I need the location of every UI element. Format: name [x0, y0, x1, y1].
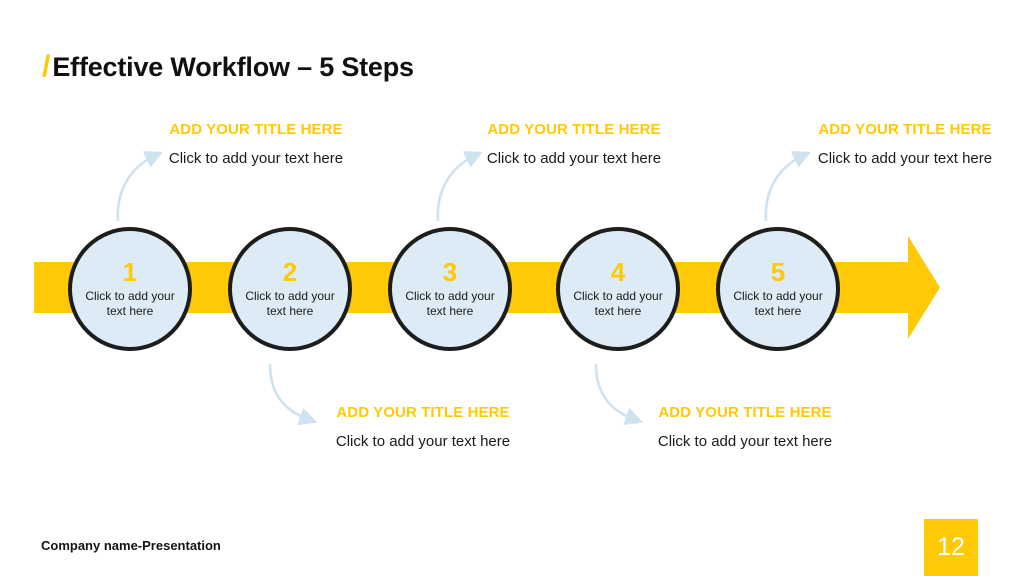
callout-top-3-title[interactable]: ADD YOUR TITLE HERE — [818, 121, 992, 138]
callout-bottom-1[interactable]: ADD YOUR TITLE HERE Click to add your te… — [322, 404, 524, 450]
step-circle-4[interactable]: 4 Click to add your text here — [556, 227, 680, 351]
callout-top-3-body[interactable]: Click to add your text here — [817, 149, 993, 167]
callout-bottom-1-title[interactable]: ADD YOUR TITLE HERE — [336, 404, 510, 421]
callout-top-1-title[interactable]: ADD YOUR TITLE HERE — [169, 121, 343, 138]
page-number-text: 12 — [937, 533, 965, 561]
step-number-1: 1 — [122, 257, 138, 287]
step-circle-3[interactable]: 3 Click to add your text here — [388, 227, 512, 351]
callout-top-2-body[interactable]: Click to add your text here — [486, 149, 662, 167]
step-text-2[interactable]: Click to add your text here — [245, 289, 335, 318]
step-number-4: 4 — [610, 257, 626, 287]
step-text-4[interactable]: Click to add your text here — [573, 289, 663, 318]
callout-top-2-title[interactable]: ADD YOUR TITLE HERE — [487, 121, 661, 138]
step-number-2: 2 — [282, 257, 298, 287]
callout-top-2[interactable]: ADD YOUR TITLE HERE Click to add your te… — [473, 121, 675, 167]
title-slash-accent: / — [42, 50, 51, 83]
callout-bottom-2-title[interactable]: ADD YOUR TITLE HERE — [658, 404, 832, 421]
step-text-1[interactable]: Click to add your text here — [85, 289, 175, 318]
step-text-3[interactable]: Click to add your text here — [405, 289, 495, 318]
step-number-3: 3 — [442, 257, 458, 287]
callout-top-1-body[interactable]: Click to add your text here — [168, 149, 344, 167]
process-arrow-head-icon — [880, 236, 940, 339]
title-text: Effective Workflow – 5 Steps — [52, 52, 414, 82]
step-circle-1[interactable]: 1 Click to add your text here — [68, 227, 192, 351]
footer-company-name: Company name-Presentation — [41, 538, 221, 553]
callout-top-1[interactable]: ADD YOUR TITLE HERE Click to add your te… — [155, 121, 357, 167]
page-number-badge: 12 — [924, 519, 978, 576]
callout-bottom-1-body[interactable]: Click to add your text here — [335, 432, 511, 450]
step-text-5[interactable]: Click to add your text here — [733, 289, 823, 318]
step-circle-5[interactable]: 5 Click to add your text here — [716, 227, 840, 351]
step-circle-2[interactable]: 2 Click to add your text here — [228, 227, 352, 351]
callout-top-3[interactable]: ADD YOUR TITLE HERE Click to add your te… — [804, 121, 1006, 167]
page-title: / Effective Workflow – 5 Steps — [42, 52, 414, 82]
callout-bottom-2-body[interactable]: Click to add your text here — [657, 432, 833, 450]
callout-bottom-2[interactable]: ADD YOUR TITLE HERE Click to add your te… — [644, 404, 846, 450]
step-number-5: 5 — [770, 257, 786, 287]
